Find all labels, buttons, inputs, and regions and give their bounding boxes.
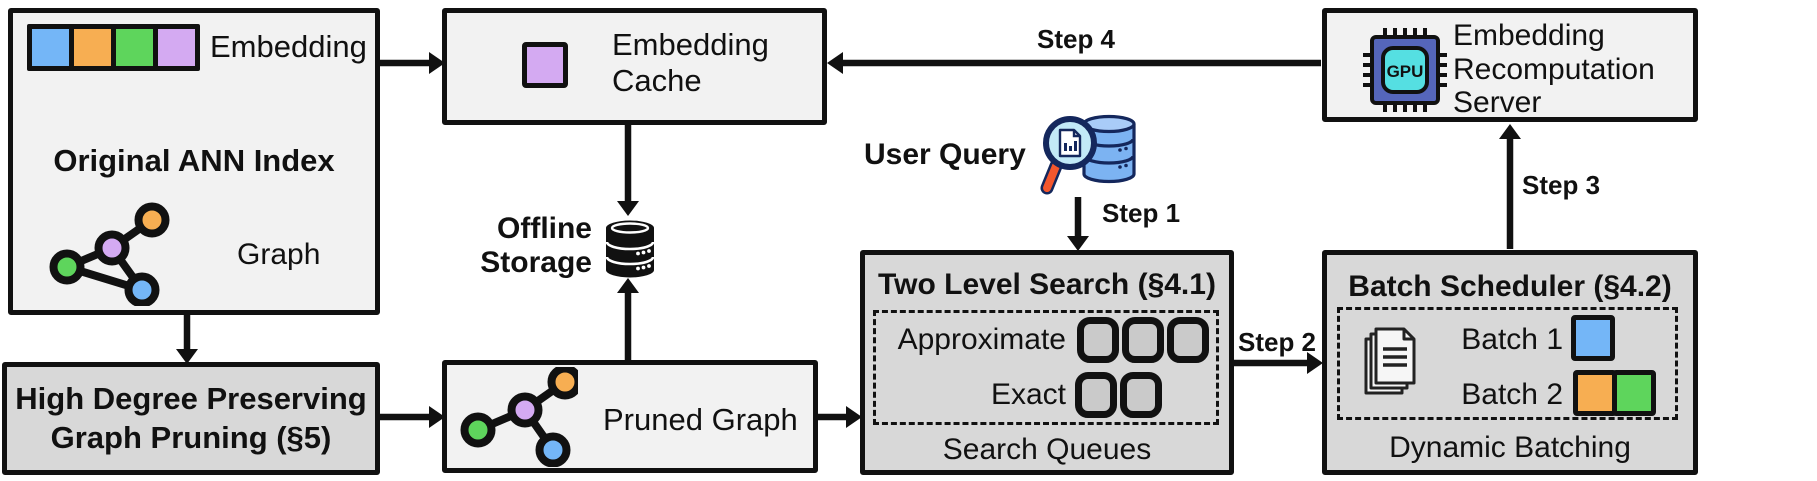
queue-slot-icon [1075, 372, 1117, 418]
user-query-icon [1040, 114, 1136, 195]
recomputation-server-label: Embedding Recomputation Server [1453, 19, 1655, 120]
server-line3: Server [1453, 86, 1542, 120]
approximate-queue-icons [1077, 317, 1209, 363]
recomputation-server-box: GPU Embedding Recomputation Server [1322, 8, 1698, 122]
dynamic-batching-region [1337, 307, 1678, 420]
ann-index-title: Original ANN Index [53, 143, 335, 178]
batch2-label: Batch 2 [1461, 378, 1563, 411]
batch2-items-icon [1573, 370, 1656, 416]
graph-pruning-title: High Degree Preserving Graph Pruning (§5… [7, 379, 375, 457]
pruned-graph-icon [460, 367, 578, 467]
offline-storage-line2: Storage [480, 245, 592, 279]
batch2-item-orange [1573, 370, 1617, 416]
queue-slot-icon [1167, 317, 1209, 363]
embedding-cache-box: Embedding Cache [442, 8, 827, 125]
embedding-cell-blue [32, 29, 69, 66]
embedding-cell-purple [158, 29, 195, 66]
two-level-search-box: Two Level Search (§4.1) Approximate Exac… [860, 250, 1234, 475]
embedding-cache-line2: Cache [612, 62, 702, 98]
graph-pruning-line2: Graph Pruning (§5) [50, 420, 332, 456]
batch-scheduler-box: Batch Scheduler (§4.2) Batch 1 Batch 2 D… [1322, 250, 1698, 475]
documents-icon [1364, 327, 1416, 395]
batch1-label: Batch 1 [1461, 323, 1563, 356]
arrow-step1-query-to-search [1067, 197, 1089, 251]
arrow-step4-server-to-cache [827, 52, 1321, 74]
arrow-ann-to-cache [380, 52, 445, 74]
offline-storage-icon [605, 220, 655, 278]
exact-queue-icons [1075, 372, 1162, 418]
embedding-vector-icon [27, 24, 200, 71]
search-queues-region [873, 310, 1219, 425]
step3-label: Step 3 [1522, 170, 1601, 200]
embedding-cache-label: Embedding Cache [612, 27, 769, 99]
arrow-pruned-graph-to-storage [617, 278, 639, 360]
arrow-cache-to-storage [617, 125, 639, 216]
exact-label: Exact [990, 378, 1066, 411]
user-query-label: User Query [864, 138, 1026, 171]
arrow-step3-batch-to-server [1499, 124, 1521, 249]
step2-label: Step 2 [1237, 327, 1317, 357]
step1-label: Step 1 [1102, 198, 1181, 228]
pruned-graph-label: Pruned Graph [603, 402, 798, 437]
arrow-pruned-graph-to-search [818, 406, 862, 428]
arrow-ann-to-pruning [176, 315, 198, 364]
cached-embedding-icon [522, 42, 568, 88]
embedding-cell-green [116, 29, 153, 66]
dynamic-batching-footer: Dynamic Batching [1389, 431, 1631, 464]
graph-icon [49, 202, 170, 306]
two-level-search-title: Two Level Search (§4.1) [878, 268, 1216, 301]
server-line1: Embedding [1453, 19, 1605, 52]
original-ann-index-box: Embedding Original ANN Index Graph [8, 8, 380, 315]
search-queues-footer: Search Queues [942, 433, 1152, 466]
step4-label: Step 4 [1036, 24, 1116, 54]
graph-label: Graph [237, 238, 321, 271]
server-line2: Recomputation [1453, 52, 1655, 86]
graph-pruning-box: High Degree Preserving Graph Pruning (§5… [2, 362, 380, 475]
embedding-label: Embedding [210, 29, 367, 64]
queue-slot-icon [1120, 372, 1162, 418]
approximate-label: Approximate [897, 323, 1066, 356]
batch1-item-icon [1571, 315, 1615, 361]
batch2-item-green [1612, 370, 1656, 416]
graph-pruning-line1: High Degree Preserving [15, 381, 367, 416]
pruned-graph-box: Pruned Graph [442, 360, 818, 473]
queue-slot-icon [1077, 317, 1119, 363]
queue-slot-icon [1122, 317, 1164, 363]
embedding-cell-orange [74, 29, 111, 66]
arrow-pruning-to-pruned-graph [380, 406, 445, 428]
batch-scheduler-title: Batch Scheduler (§4.2) [1348, 270, 1672, 303]
offline-storage-label: Offline Storage [440, 212, 592, 279]
gpu-label: GPU [1387, 62, 1424, 81]
arrow-step2-search-to-batch [1233, 352, 1323, 374]
embedding-cache-line1: Embedding [612, 27, 769, 62]
offline-storage-line1: Offline [497, 212, 592, 245]
gpu-chip-icon: GPU [1363, 28, 1447, 112]
